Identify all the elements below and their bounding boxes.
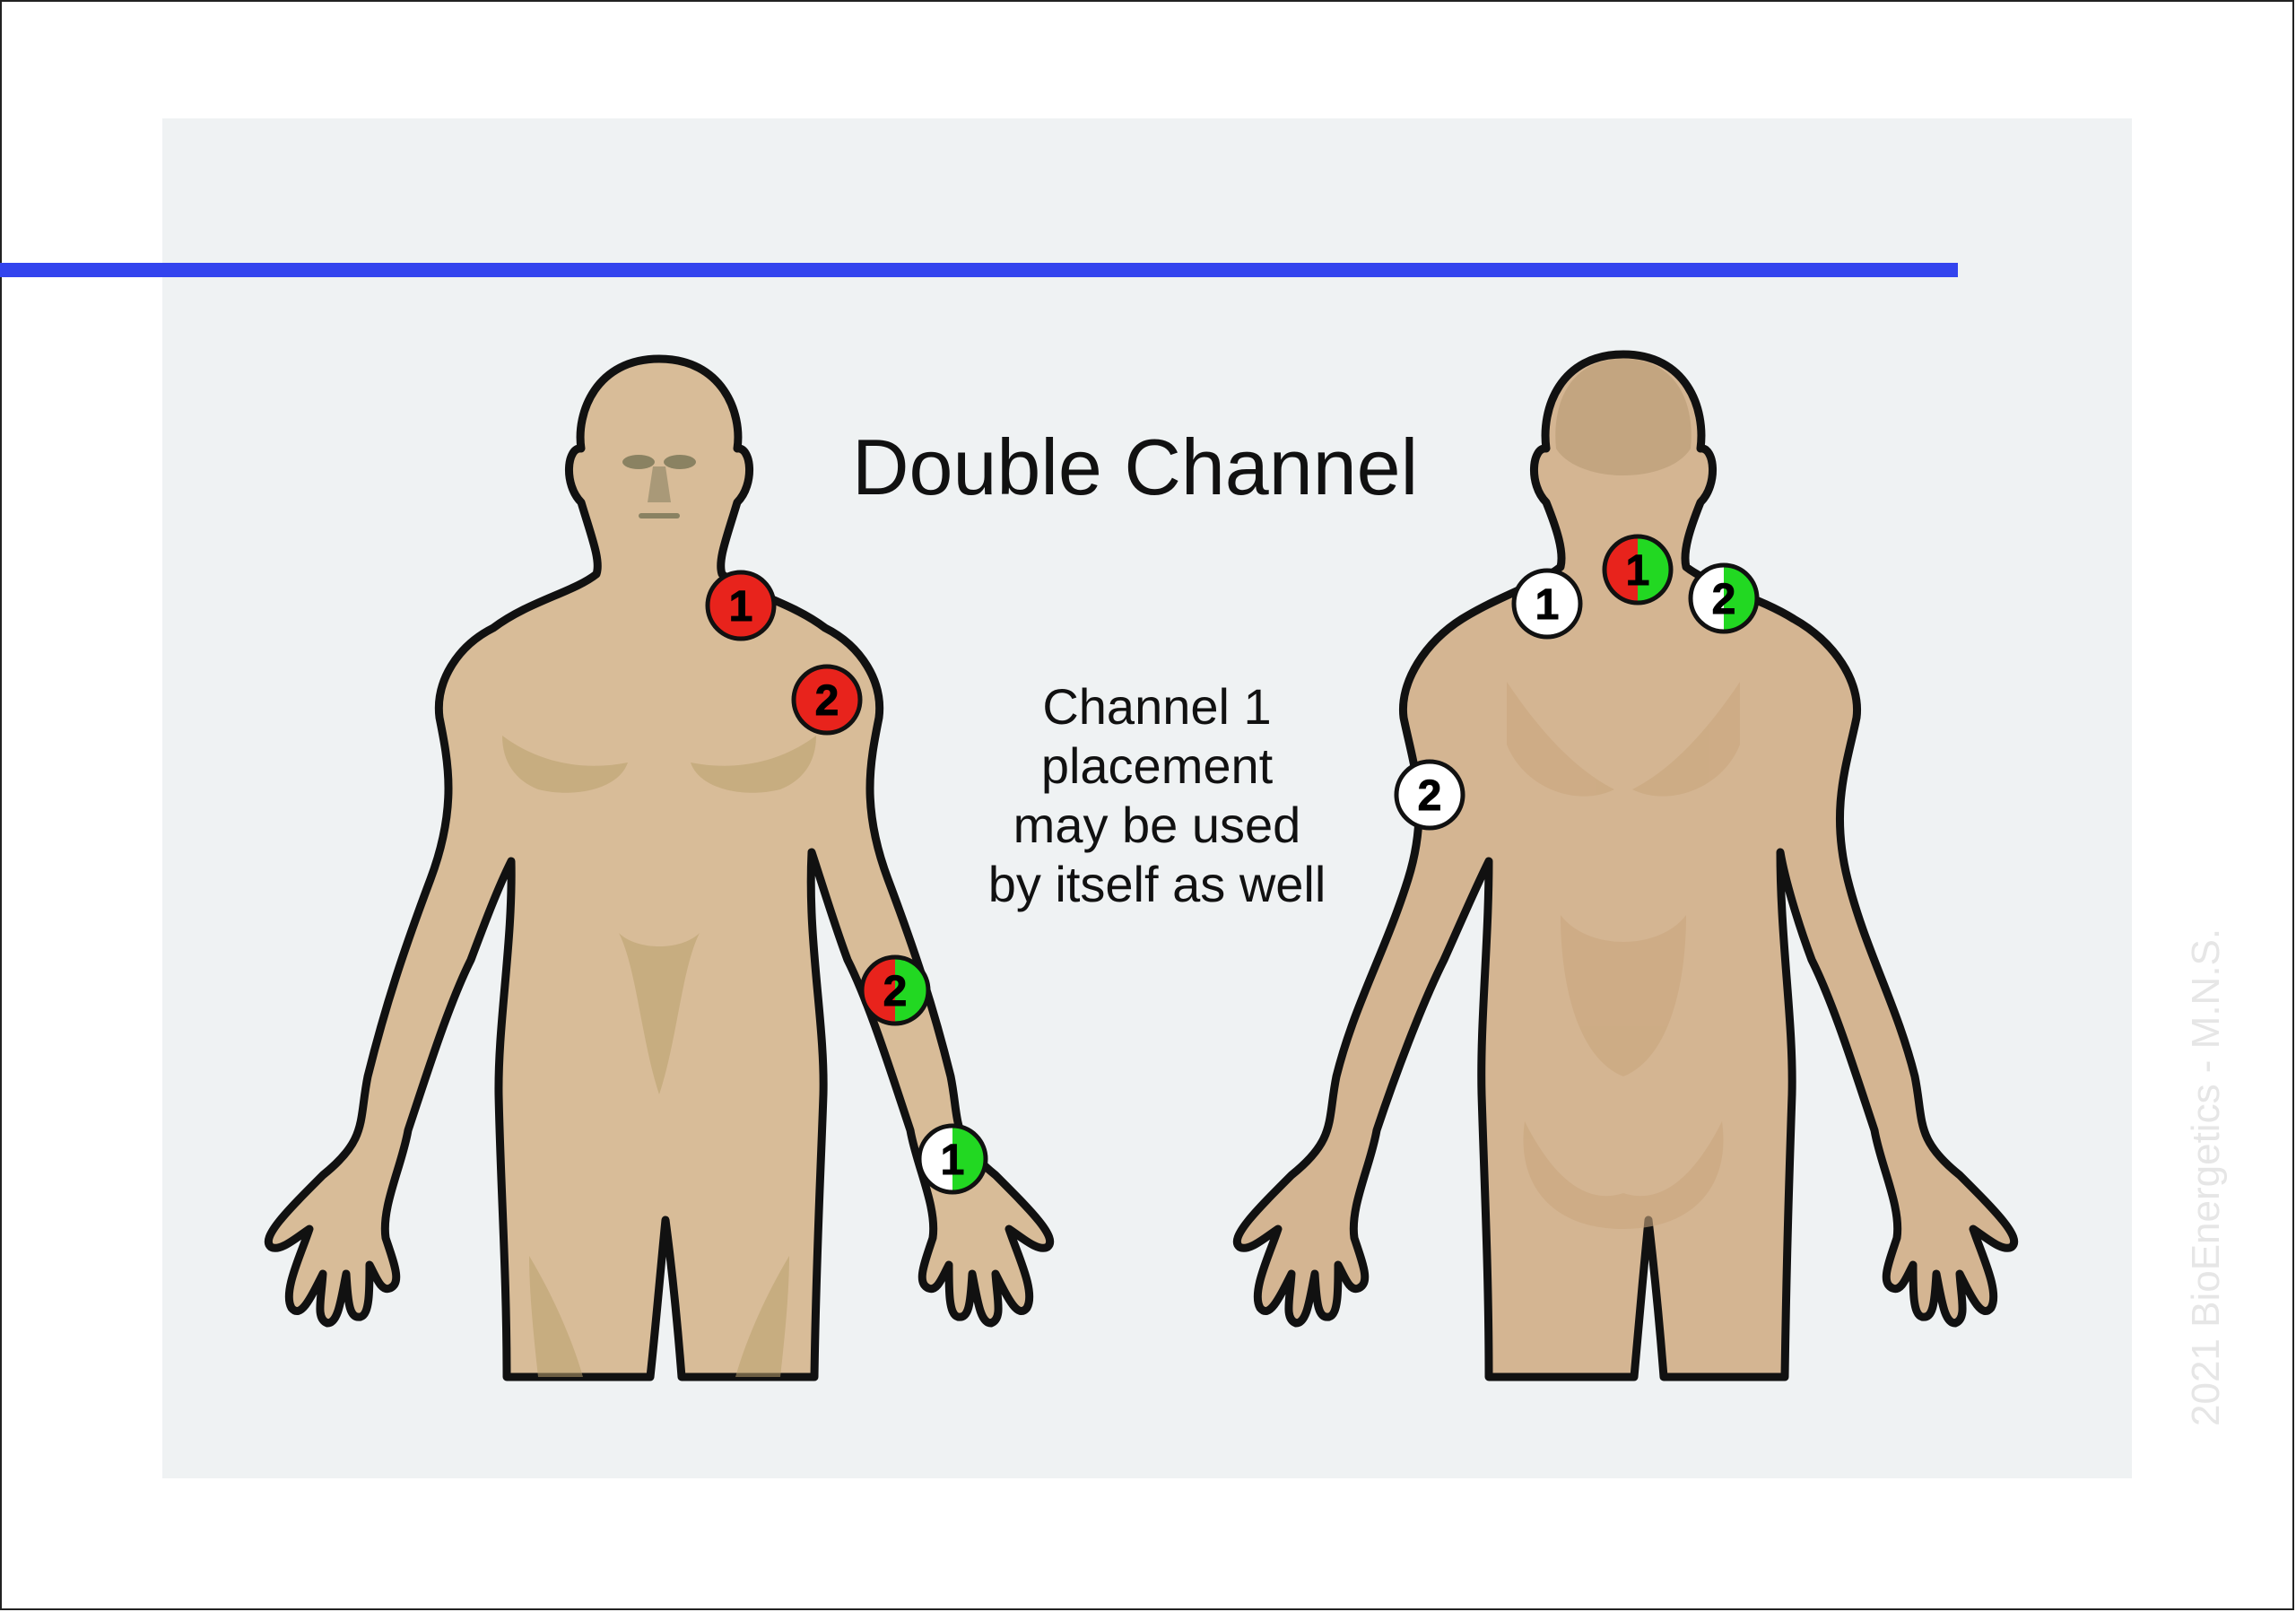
front-face	[622, 455, 696, 518]
marker-label: 1	[1626, 547, 1650, 595]
note-line: Channel 1	[1042, 678, 1272, 735]
channel-note: Channel 1 placement may be used by itsel…	[933, 677, 1381, 914]
copyright-watermark: 2021 BioEnergetics - M.N.S.	[2184, 928, 2228, 1426]
accent-line	[0, 263, 1958, 277]
marker-label: 2	[883, 968, 908, 1015]
electrode-marker-2: 2	[791, 664, 863, 736]
front-body-shading	[502, 736, 816, 1377]
electrode-marker-2: 2	[1688, 562, 1760, 634]
electrode-marker-1: 1	[705, 570, 777, 641]
electrode-marker-1: 1	[917, 1123, 988, 1195]
diagram-title: Double Channel	[852, 423, 1419, 511]
electrode-marker-1: 1	[1511, 568, 1583, 640]
electrode-marker-2: 2	[859, 954, 931, 1026]
electrode-marker-2: 2	[1394, 759, 1465, 831]
front-electrode-markers: 1 2 2 1	[705, 570, 988, 1195]
marker-label: 2	[1418, 772, 1442, 820]
marker-label: 1	[729, 583, 753, 631]
back-body-shading	[1507, 359, 1740, 1229]
note-line: placement	[1040, 737, 1274, 794]
marker-label: 2	[815, 677, 839, 725]
marker-label: 1	[941, 1137, 965, 1184]
electrode-marker-1: 1	[1602, 534, 1674, 606]
back-electrode-markers: 1 1 2 2	[1394, 534, 1760, 831]
marker-label: 2	[1712, 576, 1736, 623]
note-line: by itself as well	[987, 856, 1326, 912]
back-body-figure	[1232, 350, 2019, 1381]
note-line: may be used	[1013, 797, 1301, 853]
marker-label: 1	[1535, 581, 1560, 629]
